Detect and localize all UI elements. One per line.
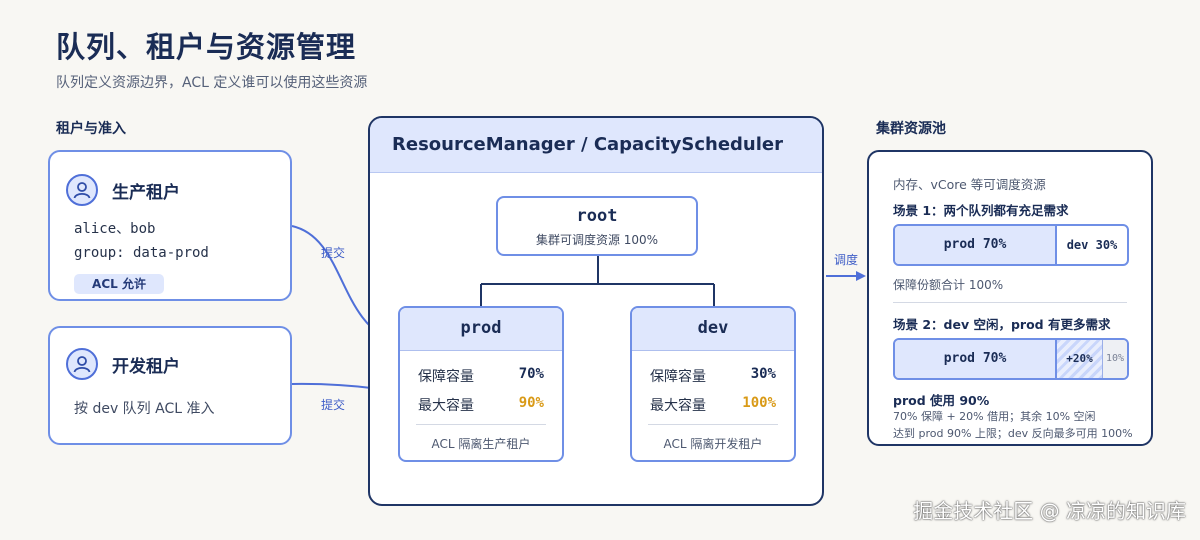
scenario2-prod-segment: prod 70% <box>895 340 1057 378</box>
pool-intro: 内存、vCore 等可调度资源 <box>893 177 1046 192</box>
production-tenant-name: 生产租户 <box>112 183 180 203</box>
scenario1-note: 保障份额合计 100% <box>893 278 1004 292</box>
divider <box>416 424 546 425</box>
dev-guaranteed-label: 保障容量 <box>650 369 706 385</box>
scenario1-title: 场景 1：两个队列都有充足需求 <box>893 203 1069 218</box>
queue-tree-lines <box>480 256 715 308</box>
root-queue-name: root <box>576 206 618 226</box>
prod-queue-node: prod 保障容量 70% 最大容量 90% ACL 隔离生产租户 <box>398 306 564 462</box>
cluster-resource-pool-panel: 内存、vCore 等可调度资源 场景 1：两个队列都有充足需求 prod 70%… <box>867 150 1153 446</box>
scenario1-bar: prod 70% dev 30% <box>893 224 1129 266</box>
dev-max-value: 100% <box>742 395 776 411</box>
scenario1-prod-segment: prod 70% <box>895 226 1057 264</box>
resource-manager-title: ResourceManager / CapacityScheduler <box>392 134 783 155</box>
schedule-label: 调度 <box>834 253 859 267</box>
prod-queue-name: prod <box>460 318 502 338</box>
development-description: 按 dev 队列 ACL 准入 <box>74 401 215 417</box>
root-queue-desc: 集群可调度资源 100% <box>535 233 659 247</box>
user-icon <box>66 348 98 380</box>
prod-guaranteed-label: 保障容量 <box>418 369 474 385</box>
scenario2-bar: prod 70% +20% 10% <box>893 338 1129 380</box>
scenario2-detail-1: 70% 保障 + 20% 借用；其余 10% 空闲 <box>893 410 1096 423</box>
pool-section-label: 集群资源池 <box>876 121 946 137</box>
divider <box>893 302 1127 303</box>
dev-guaranteed-value: 30% <box>750 366 776 382</box>
acl-allow-badge: ACL 允许 <box>74 274 164 294</box>
submit-label-prod: 提交 <box>321 246 346 260</box>
development-tenant-name: 开发租户 <box>112 357 180 377</box>
prod-acl-note: ACL 隔离生产租户 <box>431 437 531 451</box>
prod-guaranteed-value: 70% <box>518 366 544 382</box>
root-queue-node: root 集群可调度资源 100% <box>496 196 698 256</box>
tenants-section-label: 租户与准入 <box>56 121 126 137</box>
prod-max-label: 最大容量 <box>418 398 474 414</box>
dev-max-label: 最大容量 <box>650 398 706 414</box>
development-tenant-card: 开发租户 按 dev 队列 ACL 准入 <box>48 326 292 445</box>
divider <box>648 424 778 425</box>
page-title: 队列、租户与资源管理 <box>56 30 357 64</box>
dev-queue-name: dev <box>697 318 729 338</box>
submit-label-dev: 提交 <box>321 398 346 412</box>
dev-queue-node: dev 保障容量 30% 最大容量 100% ACL 隔离开发租户 <box>630 306 796 462</box>
prod-max-value: 90% <box>518 395 544 411</box>
scenario2-usage: prod 使用 90% <box>893 393 990 408</box>
scenario2-borrow-segment: +20% <box>1057 340 1103 378</box>
watermark: 掘金技术社区 @ 凉凉的知识库 <box>913 499 1186 523</box>
scenario1-dev-segment: dev 30% <box>1066 238 1118 252</box>
page-subtitle: 队列定义资源边界，ACL 定义谁可以使用这些资源 <box>56 75 368 91</box>
production-tenant-card: 生产租户 alice、bob group: data-prod ACL 允许 <box>48 150 292 301</box>
user-icon <box>66 174 98 206</box>
production-users: alice、bob <box>74 221 156 237</box>
resource-manager-panel: ResourceManager / CapacityScheduler root… <box>368 116 824 506</box>
scenario2-idle-segment: 10% <box>1103 340 1127 378</box>
dev-acl-note: ACL 隔离开发租户 <box>663 437 763 451</box>
resource-manager-header: ResourceManager / CapacityScheduler <box>370 118 822 173</box>
scenario2-title: 场景 2：dev 空闲，prod 有更多需求 <box>893 317 1111 332</box>
production-group: group: data-prod <box>74 245 209 261</box>
scenario2-detail-2: 达到 prod 90% 上限；dev 反向最多可用 100% <box>893 427 1133 440</box>
